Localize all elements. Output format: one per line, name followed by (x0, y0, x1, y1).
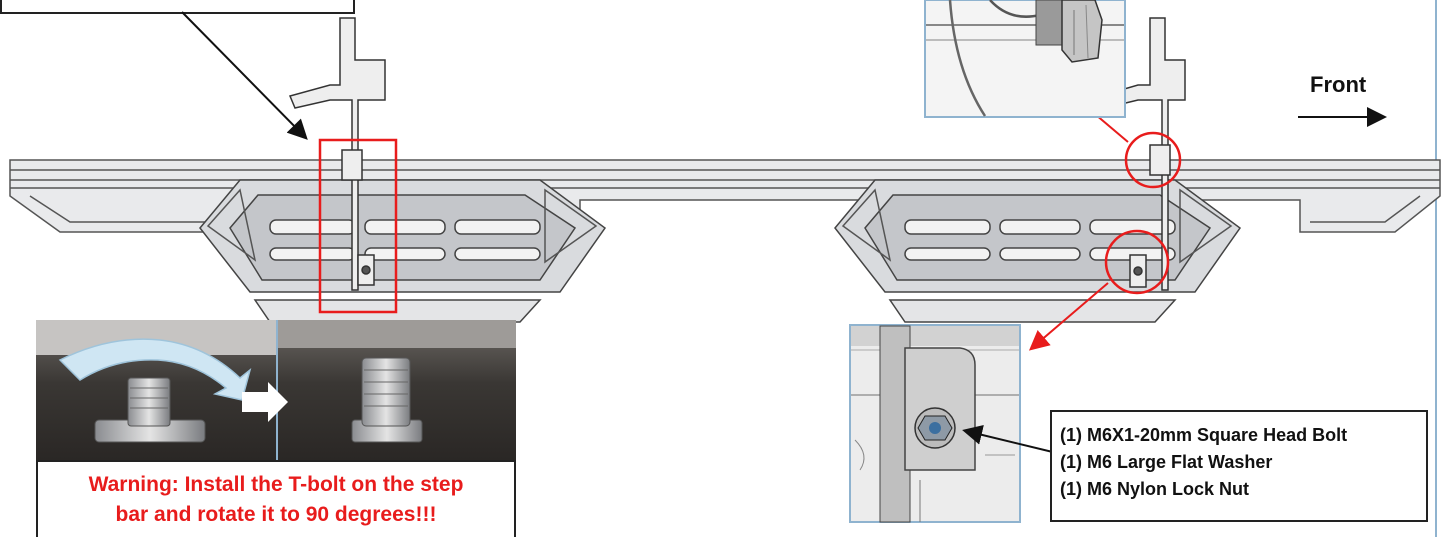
right-step-pad (834, 179, 1242, 323)
warning-line-1: Warning: Install the T-bolt on the step (88, 473, 464, 496)
right-arrow-icon (242, 382, 288, 422)
left-mounting-bracket (288, 17, 386, 291)
hardware-item-bolt: (1) M6X1-20mm Square Head Bolt (1060, 425, 1348, 445)
warning-callout-box: Warning: Install the T-bolt on the step … (36, 460, 516, 537)
tbolt-highlight-rect (318, 138, 398, 314)
bottom-callout-arrow (1028, 282, 1109, 351)
bottom-inset-photo (849, 324, 1021, 523)
hardware-callout-box: (1) M6X1-20mm Square Head Bolt (1) M6 La… (1050, 410, 1428, 522)
top-callout-box (0, 0, 355, 14)
hardware-item-washer: (1) M6 Large Flat Washer (1060, 452, 1273, 472)
front-label: Front (1310, 72, 1367, 97)
top-inset-photo (924, 0, 1126, 118)
rotate-arrow-icon (58, 338, 252, 401)
right-mounting-bracket (1098, 17, 1186, 291)
top-bolt-callout-circle (1124, 131, 1182, 189)
hardware-leader-arrow (962, 425, 1066, 456)
hardware-item-nut: (1) M6 Nylon Lock Nut (1060, 479, 1250, 499)
bottom-bolt-callout-circle (1104, 229, 1170, 295)
tbolt-before-photo (36, 320, 276, 460)
warning-line-2: bar and rotate it to 90 degrees!!! (115, 503, 437, 526)
top-left-leader-arrow (181, 11, 308, 140)
left-step-pad (199, 179, 607, 323)
warning-text: Warning: Install the T-bolt on the step … (38, 470, 514, 530)
tbolt-after-photo (278, 320, 516, 460)
